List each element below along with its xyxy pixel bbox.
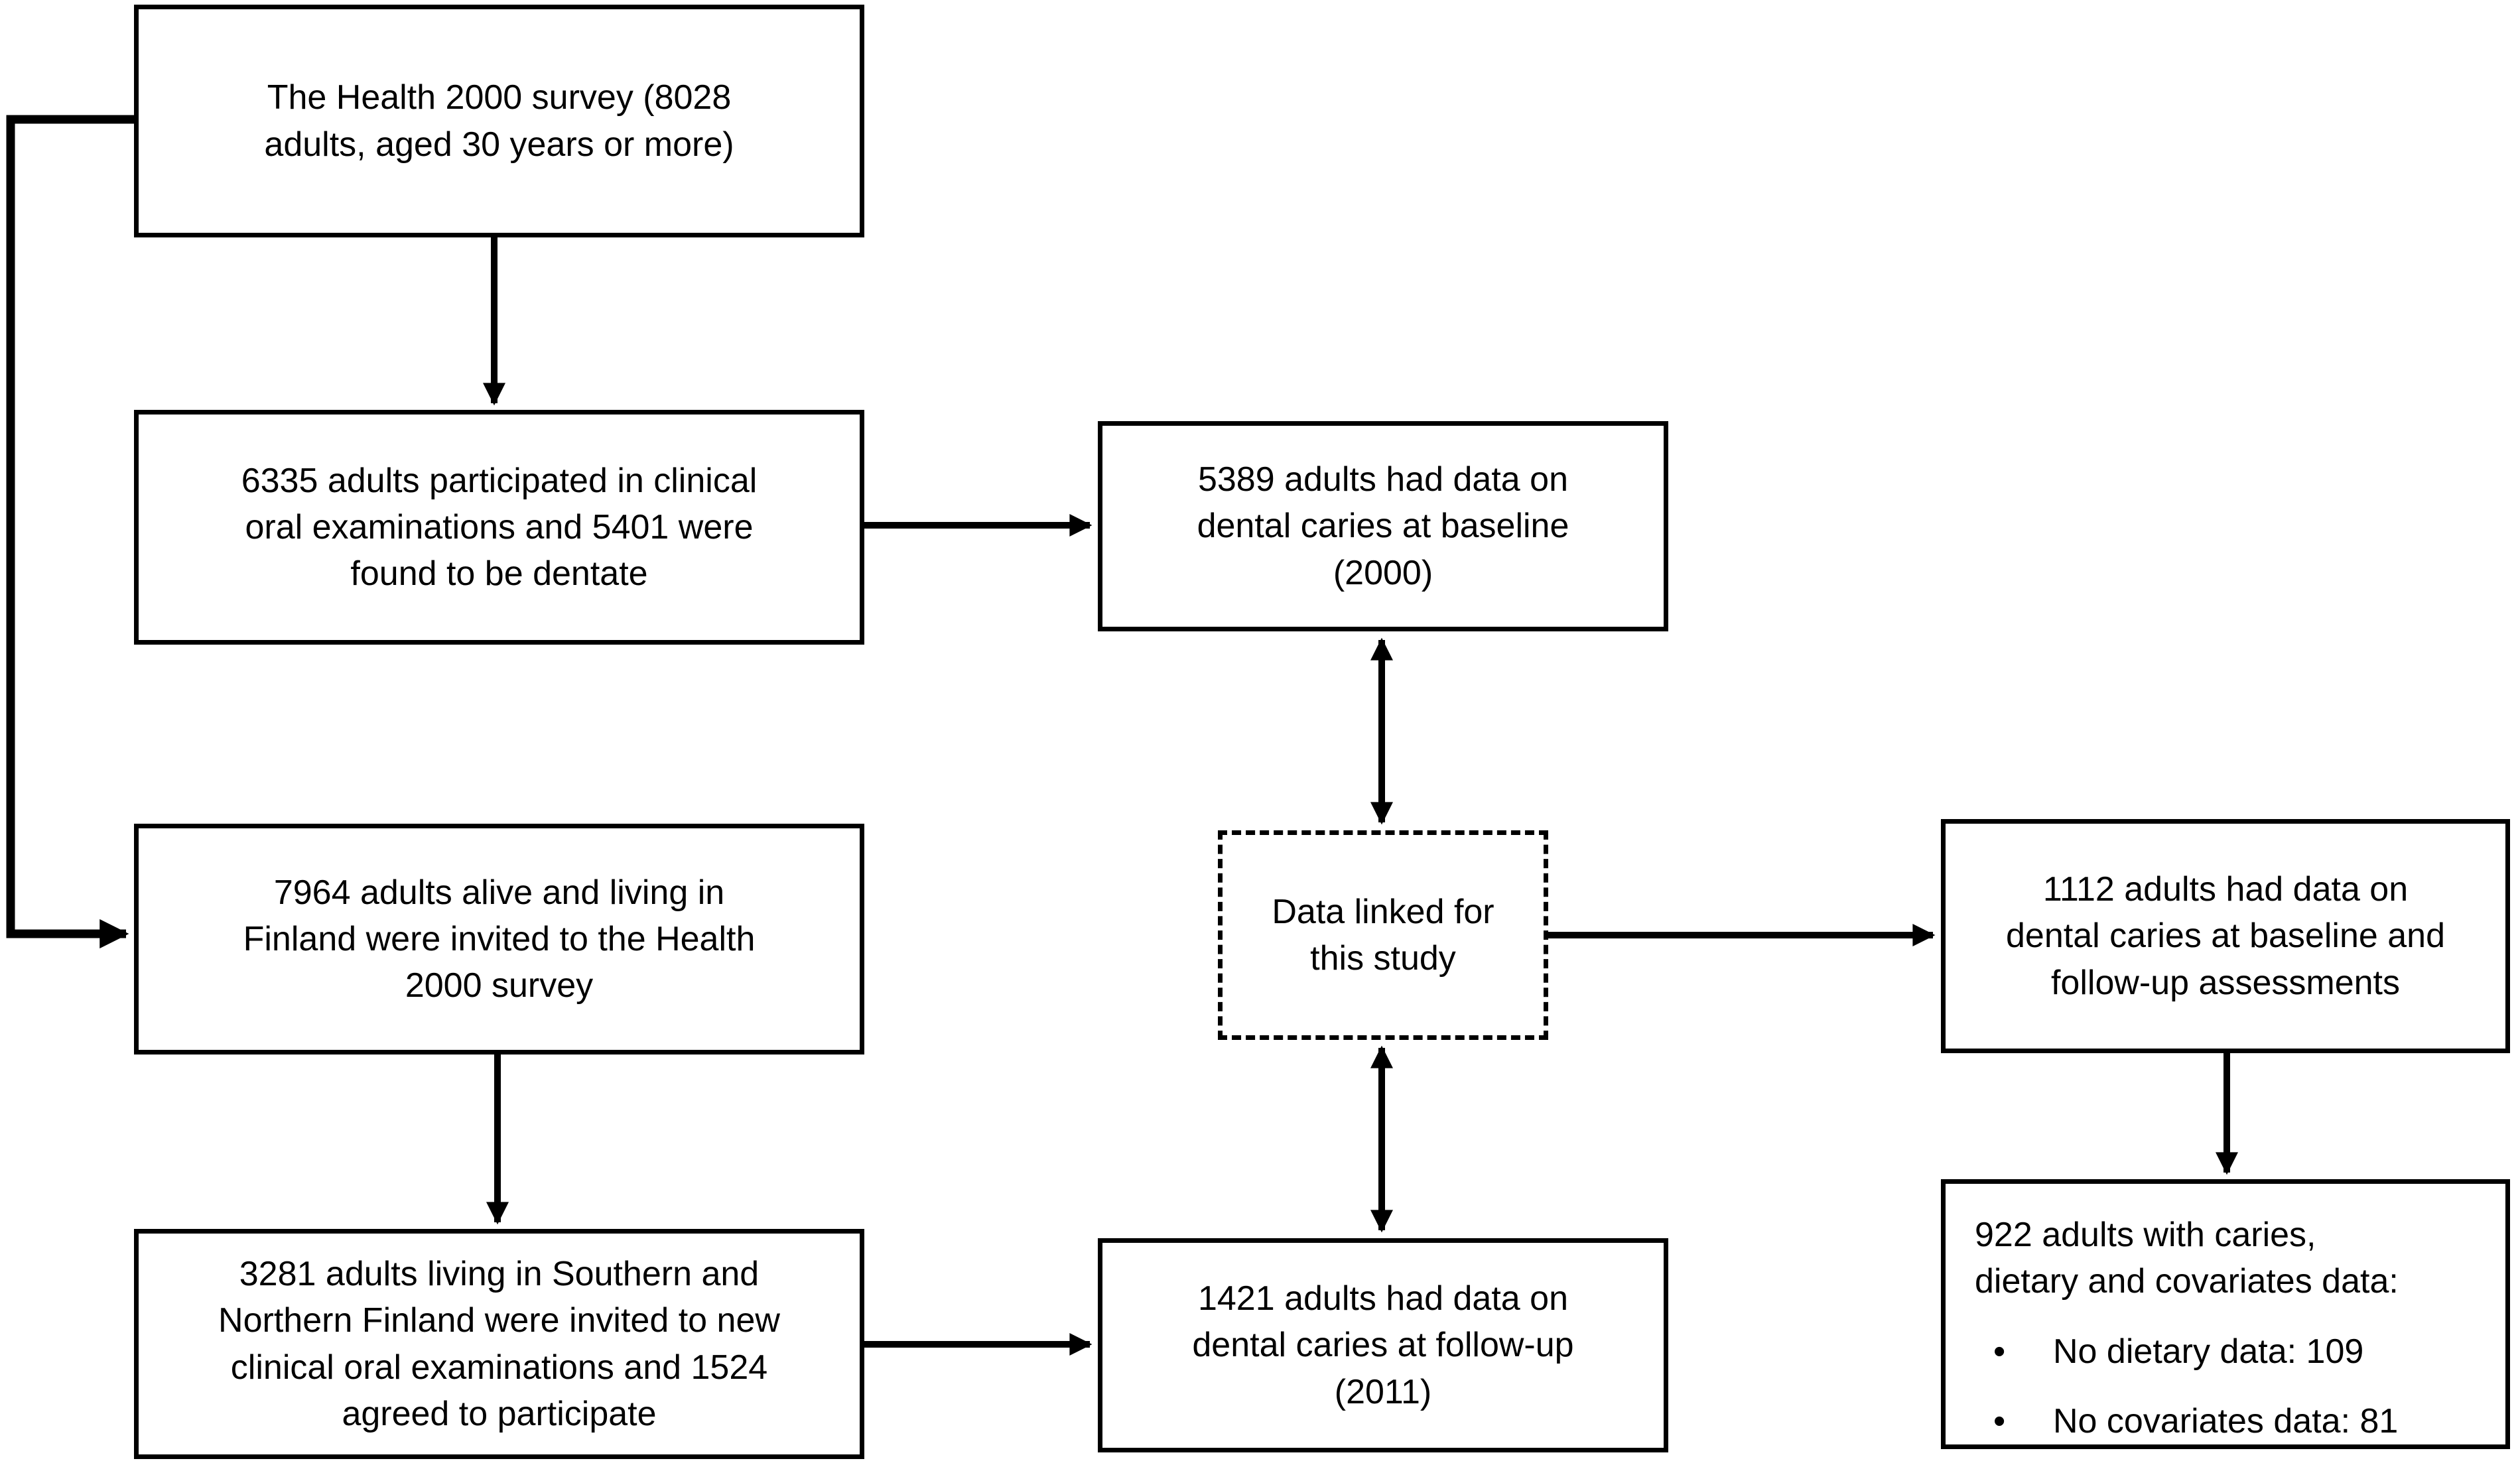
exclusion-item-no-covariates: No covariates data: 81 <box>1975 1398 2398 1444</box>
node-new-oral-examinations: 3281 adults living in Southern and North… <box>134 1229 864 1459</box>
node-health-2000-survey-text: The Health 2000 survey (8028 adults, age… <box>264 78 734 164</box>
node-final-analytic-sample-title: 922 adults with caries, dietary and cova… <box>1975 1216 2399 1301</box>
node-health-2000-survey: The Health 2000 survey (8028 adults, age… <box>134 5 864 237</box>
exclusion-list: No dietary data: 109 No covariates data:… <box>1975 1328 2398 1444</box>
node-data-linked: Data linked for this study <box>1218 830 1548 1040</box>
node-baseline-caries-data: 5389 adults had data on dental caries at… <box>1098 421 1668 631</box>
node-followup-caries-data-text: 1421 adults had data on dental caries at… <box>1192 1279 1574 1411</box>
node-new-oral-examinations-text: 3281 adults living in Southern and North… <box>218 1255 780 1433</box>
node-followup-caries-data: 1421 adults had data on dental caries at… <box>1098 1238 1668 1452</box>
node-final-analytic-sample: 922 adults with caries, dietary and cova… <box>1941 1179 2510 1449</box>
node-invited-to-survey: 7964 adults alive and living in Finland … <box>134 824 864 1054</box>
node-baseline-and-followup: 1112 adults had data on dental caries at… <box>1941 819 2510 1053</box>
node-invited-to-survey-text: 7964 adults alive and living in Finland … <box>243 873 756 1005</box>
node-data-linked-text: Data linked for this study <box>1272 892 1494 978</box>
node-clinical-oral-examinations-text: 6335 adults participated in clinical ora… <box>241 461 758 594</box>
node-clinical-oral-examinations: 6335 adults participated in clinical ora… <box>134 410 864 645</box>
arrow-survey-to-invited <box>6 115 134 949</box>
node-baseline-caries-data-text: 5389 adults had data on dental caries at… <box>1197 460 1569 592</box>
exclusion-item-no-dietary: No dietary data: 109 <box>1975 1328 2398 1375</box>
node-baseline-and-followup-text: 1112 adults had data on dental caries at… <box>2005 870 2445 1002</box>
